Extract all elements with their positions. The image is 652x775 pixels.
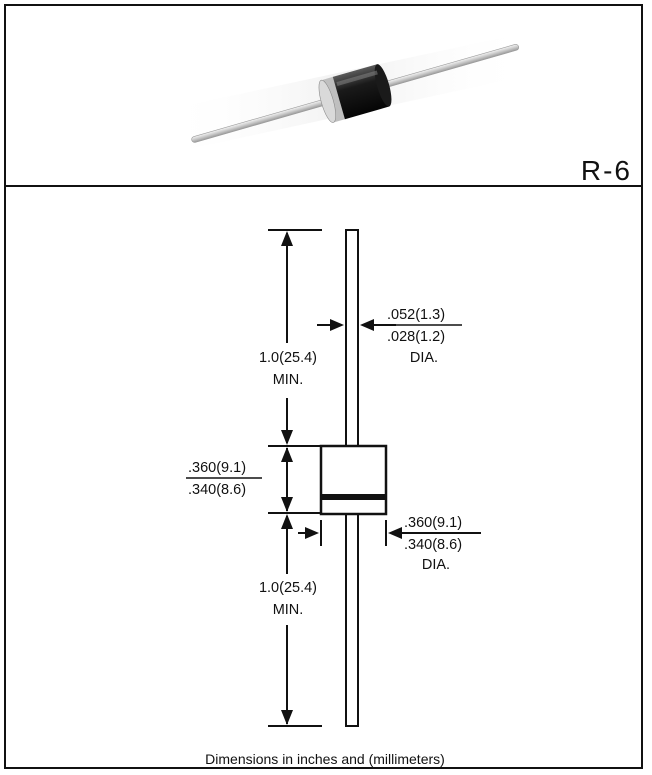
outline-drawing xyxy=(319,229,388,727)
component-photo xyxy=(165,35,530,150)
dimension-labels: .052(1.3) .028(1.2) DIA. 1.0(25.4) MIN. … xyxy=(188,307,462,618)
outer-border xyxy=(4,4,643,769)
body-dia-bottom-label: .340(8.6) xyxy=(404,537,462,553)
lead-dia-bottom-label: .028(1.2) xyxy=(387,329,445,345)
body-length-top-label: .360(9.1) xyxy=(188,460,246,476)
body-dia-top-label: .360(9.1) xyxy=(404,515,462,531)
upper-lead-length-value: 1.0(25.4) xyxy=(259,350,317,366)
lower-lead-length-value: 1.0(25.4) xyxy=(259,580,317,596)
lead-dia-top-label: .052(1.3) xyxy=(387,307,445,323)
body-outline xyxy=(319,444,388,516)
body-length-bottom-label: .340(8.6) xyxy=(188,482,246,498)
upper-lead-length-min: MIN. xyxy=(273,372,304,388)
body-dia-suffix: DIA. xyxy=(422,557,450,573)
lead-dia-suffix: DIA. xyxy=(410,350,438,366)
cathode-band xyxy=(321,494,386,500)
lower-lead-length-min: MIN. xyxy=(273,602,304,618)
package-name: R-6 xyxy=(581,155,632,186)
dimension-lines xyxy=(186,229,481,727)
units-note: Dimensions in inches and (millimeters) xyxy=(205,751,445,767)
